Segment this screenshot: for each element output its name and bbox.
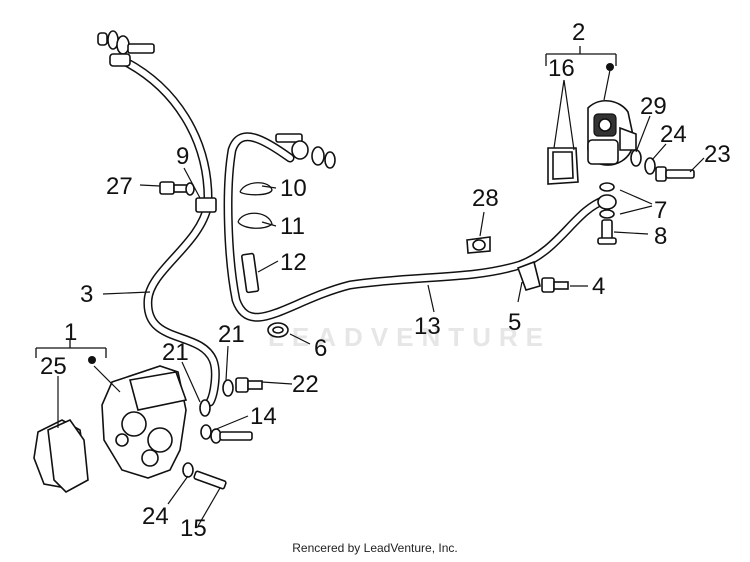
hose-3 <box>113 53 220 407</box>
callout-21-right: 21 <box>218 321 245 348</box>
callout-3: 3 <box>80 281 93 308</box>
bolt-22 <box>235 377 263 393</box>
callout-8: 8 <box>654 223 667 250</box>
leader-lines <box>57 69 705 527</box>
bolt-27 <box>159 181 195 196</box>
callout-14: 14 <box>250 403 277 430</box>
clamp-10 <box>239 182 273 196</box>
callout-13: 13 <box>414 313 441 340</box>
callout-12: 12 <box>280 249 307 276</box>
banjo-fitting-top-left <box>97 30 155 67</box>
washer-14-a <box>200 424 212 440</box>
clip-6 <box>267 322 289 338</box>
callout-7: 7 <box>654 197 667 224</box>
callout-10: 10 <box>280 175 307 202</box>
washer-24-top <box>644 157 656 175</box>
bolt-4 <box>541 277 569 293</box>
caliper-1 <box>101 365 188 479</box>
banjo-fitting-7 <box>597 182 617 219</box>
washer-21-left <box>199 399 211 417</box>
callout-22: 22 <box>292 371 319 398</box>
callout-5: 5 <box>508 309 521 336</box>
callout-6: 6 <box>314 335 327 362</box>
callout-23: 23 <box>704 141 731 168</box>
brake-pads-25 <box>33 418 89 493</box>
clamp-11 <box>237 212 273 229</box>
bracket-5 <box>516 260 541 291</box>
hose-13 <box>223 132 610 322</box>
bullet-1 <box>88 356 96 364</box>
banjo-fitting-middle <box>275 133 336 169</box>
master-cylinder-2 <box>587 100 637 166</box>
bolt-23 <box>655 166 695 182</box>
callout-29: 29 <box>640 93 667 120</box>
footer-credit: Rencered by LeadVenture, Inc. <box>292 541 458 555</box>
callout-2: 2 <box>572 19 585 46</box>
grommet-28 <box>466 236 491 254</box>
bolt-14 <box>219 431 253 441</box>
callout-labels: 1 2 3 4 5 6 7 8 9 10 11 12 13 14 15 16 2… <box>40 19 731 542</box>
bullet-2 <box>606 63 614 71</box>
callout-4: 4 <box>592 273 605 300</box>
bolt-8 <box>597 219 617 245</box>
callout-21-left: 21 <box>162 339 189 366</box>
group-bracket-2 <box>545 46 617 71</box>
washer-21-right <box>222 379 234 397</box>
callout-9: 9 <box>176 143 189 170</box>
callout-27: 27 <box>106 173 133 200</box>
bolt-15 <box>193 470 227 490</box>
callout-11: 11 <box>280 213 305 240</box>
reservoir-cover-16 <box>547 147 579 185</box>
group-bracket-1 <box>35 340 107 364</box>
washer-29 <box>630 149 642 167</box>
clip-9 <box>195 197 217 213</box>
callout-24-top: 24 <box>660 121 687 148</box>
callout-1: 1 <box>64 319 77 346</box>
washer-24-bottom <box>182 462 194 478</box>
callout-25: 25 <box>40 353 67 380</box>
callout-15: 15 <box>180 515 207 542</box>
callout-24-bottom: 24 <box>142 503 169 530</box>
sleeve-12 <box>241 252 260 294</box>
watermark: LEADVENTURE <box>268 322 552 352</box>
callout-16: 16 <box>548 55 575 82</box>
callout-28: 28 <box>472 185 499 212</box>
